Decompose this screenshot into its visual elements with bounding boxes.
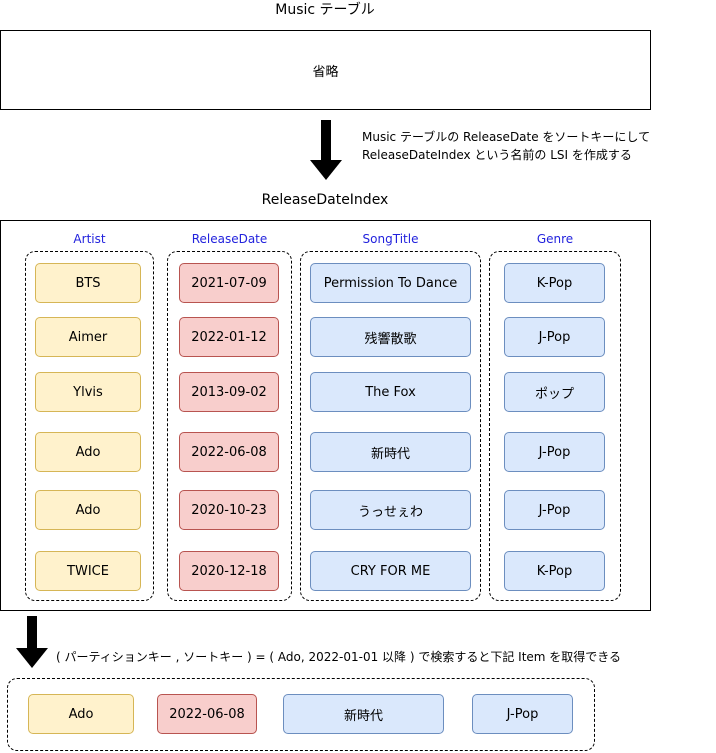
artist-cell: BTS — [35, 263, 141, 303]
genre-cell: J-Pop — [504, 317, 605, 357]
songtitle-column — [300, 251, 481, 601]
result-songtitle-cell: 新時代 — [283, 694, 444, 734]
songtitle-cell: CRY FOR ME — [310, 551, 471, 591]
songtitle-header: SongTitle — [362, 232, 419, 246]
music-table-box: 省略 — [0, 30, 651, 110]
songtitle-cell: うっせぇわ — [310, 490, 471, 530]
genre-cell: ポップ — [504, 372, 605, 412]
result-releasedate-cell: 2022-06-08 — [157, 694, 257, 734]
down-arrow-icon — [310, 120, 342, 180]
query-note: ( パーティションキー , ソートキー ) = ( Ado, 2022-01-0… — [56, 650, 622, 664]
songtitle-cell: The Fox — [310, 372, 471, 412]
songtitle-cell: 残響散歌 — [310, 317, 471, 357]
songtitle-cell: Permission To Dance — [310, 263, 471, 303]
artist-column — [25, 251, 154, 601]
genre-cell: K-Pop — [504, 551, 605, 591]
result-genre-cell: J-Pop — [472, 694, 573, 734]
releasedate-cell: 2022-06-08 — [179, 432, 279, 472]
music-table-title: Music テーブル — [275, 2, 375, 18]
artist-header: Artist — [73, 232, 106, 246]
genre-cell: J-Pop — [504, 490, 605, 530]
artist-cell: TWICE — [35, 551, 141, 591]
lsi-note-line1: Music テーブルの ReleaseDate をソートキーにして — [362, 130, 651, 144]
releasedate-cell: 2013-09-02 — [179, 372, 279, 412]
artist-cell: Ylvis — [35, 372, 141, 412]
releasedate-column — [167, 251, 292, 601]
releasedate-header: ReleaseDate — [191, 232, 268, 246]
releasedate-cell: 2020-10-23 — [179, 490, 279, 530]
artist-cell: Ado — [35, 432, 141, 472]
releasedate-cell: 2021-07-09 — [179, 263, 279, 303]
result-frame — [7, 678, 595, 751]
music-table-body: 省略 — [312, 64, 339, 80]
index-title: ReleaseDateIndex — [261, 192, 389, 208]
releasedate-cell: 2020-12-18 — [179, 551, 279, 591]
result-artist-cell: Ado — [28, 694, 134, 734]
genre-header: Genre — [536, 232, 574, 246]
artist-cell: Aimer — [35, 317, 141, 357]
genre-cell: J-Pop — [504, 432, 605, 472]
genre-column — [489, 251, 621, 601]
songtitle-cell: 新時代 — [310, 432, 471, 472]
releasedate-cell: 2022-01-12 — [179, 317, 279, 357]
lsi-note: Music テーブルの ReleaseDate をソートキーにして Releas… — [362, 128, 650, 164]
lsi-note-line2: ReleaseDateIndex という名前の LSI を作成する — [362, 148, 632, 162]
down-arrow-icon — [16, 616, 48, 668]
genre-cell: K-Pop — [504, 263, 605, 303]
artist-cell: Ado — [35, 490, 141, 530]
